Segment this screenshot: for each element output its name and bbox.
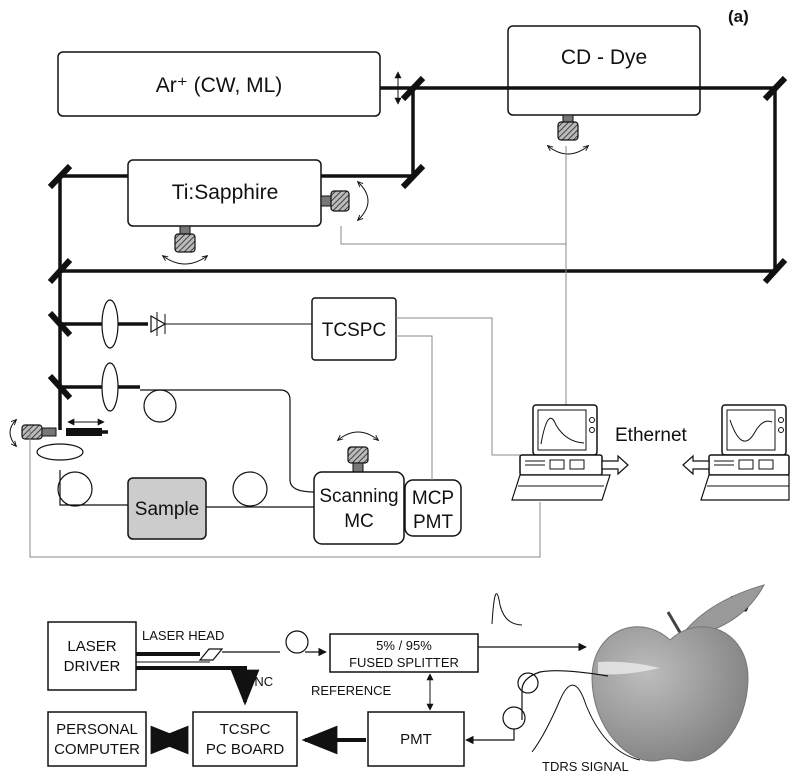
tcspc-pc-board: TCSPC PC BOARD	[192, 711, 298, 767]
return-fiber	[521, 670, 609, 720]
fused-splitter: 5% / 95% FUSED SPLITTER	[329, 633, 479, 673]
panel-a-label: (a)	[728, 7, 749, 26]
mc-label-line1: Scanning	[319, 486, 398, 507]
tcspc-label: TCSPC	[322, 320, 386, 341]
mirror-1	[400, 75, 426, 102]
pc-label-line1: PERSONAL	[56, 721, 138, 738]
mcp-label-line1: MCP	[412, 488, 454, 509]
signal-wires	[29, 146, 567, 558]
pmt-b: PMT	[367, 711, 465, 767]
dye-tuning-motor-icon	[548, 114, 588, 155]
mirror-4	[762, 257, 788, 285]
computer-2-icon	[700, 404, 790, 501]
apple-sample	[591, 584, 766, 762]
ethernet-label: Ethernet	[615, 425, 688, 446]
lens-1	[101, 299, 119, 349]
apple-leaf	[685, 584, 766, 635]
pc-label-line2: COMPUTER	[54, 741, 140, 758]
laser-driver: LASER DRIVER	[47, 621, 137, 691]
fiber-loops	[57, 389, 315, 508]
tcspc-module: TCSPC	[311, 297, 397, 361]
ethernet-out-arrow-icon	[601, 454, 629, 476]
splitter-label-line2: FUSED SPLITTER	[349, 655, 459, 670]
pulse-icon	[491, 593, 523, 626]
mcp-pmt: MCP PMT	[404, 479, 462, 537]
driver-to-board-line	[136, 666, 260, 706]
mirror-7	[47, 310, 73, 338]
splitter-label-line1: 5% / 95%	[376, 638, 432, 653]
mirror-6	[47, 257, 73, 285]
mc-motor-icon	[338, 431, 378, 473]
apple-body	[591, 626, 749, 762]
argon-laser: Ar⁺ (CW, ML)	[57, 51, 381, 117]
board-label-line2: PC BOARD	[206, 741, 285, 758]
lens-2	[101, 362, 119, 412]
sample: Sample	[127, 477, 207, 540]
sync-label: SYNC	[237, 674, 273, 689]
polarizer-motor-icon	[9, 418, 105, 446]
lens-3	[36, 443, 84, 461]
mirror-5	[47, 163, 73, 190]
pmt-label: PMT	[400, 731, 432, 748]
board-label-line1: TCSPC	[220, 721, 271, 738]
ti-sapphire-motor-side-icon	[320, 182, 369, 220]
mc-label-line2: MC	[344, 511, 374, 532]
sample-label: Sample	[135, 499, 199, 520]
argon-laser-label: Ar⁺ (CW, ML)	[156, 74, 283, 97]
driver-label-line1: LASER	[67, 638, 116, 655]
driver-label-line2: DRIVER	[64, 658, 121, 675]
laser-head-label: LASER HEAD	[142, 628, 224, 643]
fiber-loop-b1	[285, 630, 309, 654]
fiber-loop-b2	[517, 672, 539, 694]
dye-laser: CD - Dye	[507, 25, 701, 116]
beam-paths	[58, 86, 777, 434]
ethernet-link: Ethernet	[601, 425, 710, 476]
mirrors	[47, 75, 788, 401]
ti-sapphire-label: Ti:Sapphire	[172, 181, 279, 204]
reference-label: REFERENCE	[311, 683, 392, 698]
ethernet-in-arrow-icon	[682, 454, 710, 476]
dye-laser-label: CD - Dye	[561, 46, 647, 69]
computer-1-icon	[511, 404, 611, 501]
laser-head-icon	[198, 648, 224, 661]
tdrs-signal-curve-icon	[531, 684, 641, 761]
ti-sapphire-laser: Ti:Sapphire	[127, 159, 322, 227]
photodiode-icon	[150, 312, 312, 336]
scanning-monochromator: Scanning MC	[313, 471, 405, 545]
mirror-2	[400, 163, 426, 190]
tdrs-signal-label: TDRS SIGNAL	[542, 759, 629, 774]
personal-computer: PERSONAL COMPUTER	[47, 711, 147, 767]
lenses	[36, 299, 119, 461]
mirror-8	[47, 373, 73, 401]
ti-sapphire-motor-bottom-icon	[163, 225, 207, 265]
mcp-label-line2: PMT	[413, 512, 454, 533]
mirror-3	[762, 75, 788, 102]
